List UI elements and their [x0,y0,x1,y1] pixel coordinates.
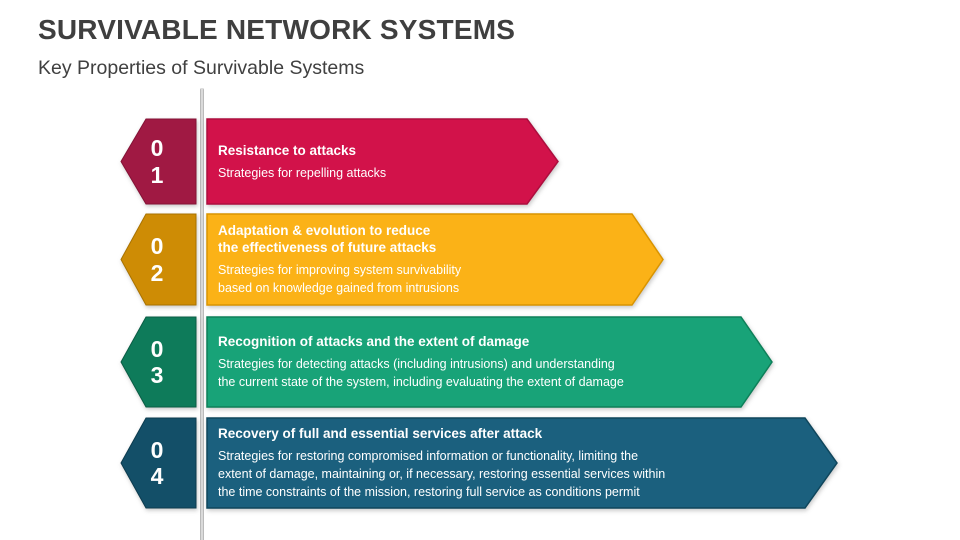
slide-subtitle: Key Properties of Survivable Systems [38,57,365,79]
number-digit: 3 [150,362,164,388]
row-description-line: the current state of the system, includi… [218,375,624,389]
number-digit: 0 [150,335,164,362]
number-hexagon-shape [120,213,197,306]
row-shapes [120,118,559,205]
number-digit: 0 [150,436,164,463]
number-digit: 1 [150,161,164,188]
row-text: Resistance to attacks Strategies for rep… [218,118,386,205]
row-description: Strategies for restoring compromised inf… [218,447,665,501]
row-description: Strategies for detecting attacks (includ… [218,355,624,391]
row-description-line: based on knowledge gained from intrusion… [218,281,460,295]
row-shapes [120,417,838,509]
number-hexagon-shape [120,118,197,205]
number-digit: 0 [150,135,164,161]
row-description-line: Strategies for restoring compromised inf… [218,449,639,463]
slide-title: SURVIVABLE NETWORK SYSTEMS [38,14,516,45]
row-title-line: Resistance to attacks [218,142,357,158]
banner-arrow-shape [206,118,559,205]
row-title: Recovery of full and essential services … [218,425,665,442]
row-description-line: Strategies for repelling attacks [218,165,387,180]
vertical-divider [200,88,204,540]
row-text: Recognition of attacks and the extent of… [218,316,624,408]
banner-arrow-shape [206,417,838,509]
row-title: Resistance to attacks [218,142,386,159]
row-description: Strategies for improving system survivab… [218,261,461,297]
row-description-line: extent of damage, maintaining or, if nec… [218,467,666,481]
row-description-line: the time constraints of the mission, res… [218,485,640,499]
banner-arrow-shape [206,213,664,306]
number-digit: 4 [150,463,164,489]
number-digit: 2 [150,259,164,286]
row-title: Recognition of attacks and the extent of… [218,333,624,350]
row-title-line: the effectiveness of future attacks [218,240,437,255]
row-description: Strategies for repelling attacks [218,164,386,182]
row-description-line: Strategies for detecting attacks (includ… [218,357,615,371]
row-title-line: Recognition of attacks and the extent of… [218,334,530,349]
row-description-line: Strategies for improving system survivab… [218,263,462,277]
number-hexagon-shape [120,316,197,408]
row-title-line: Recovery of full and essential services … [218,426,543,441]
row-title: Adaptation & evolution to reduce the effe… [218,222,461,256]
row-text: Recovery of full and essential services … [218,417,665,509]
row-text: Adaptation & evolution to reduce the effe… [218,213,461,306]
row-shapes [120,316,773,408]
number-hexagon-shape [120,417,197,509]
row-title-line: Adaptation & evolution to reduce [218,223,431,238]
banner-arrow-shape [206,316,773,408]
row-shapes [120,213,664,306]
number-digit: 0 [150,233,164,259]
